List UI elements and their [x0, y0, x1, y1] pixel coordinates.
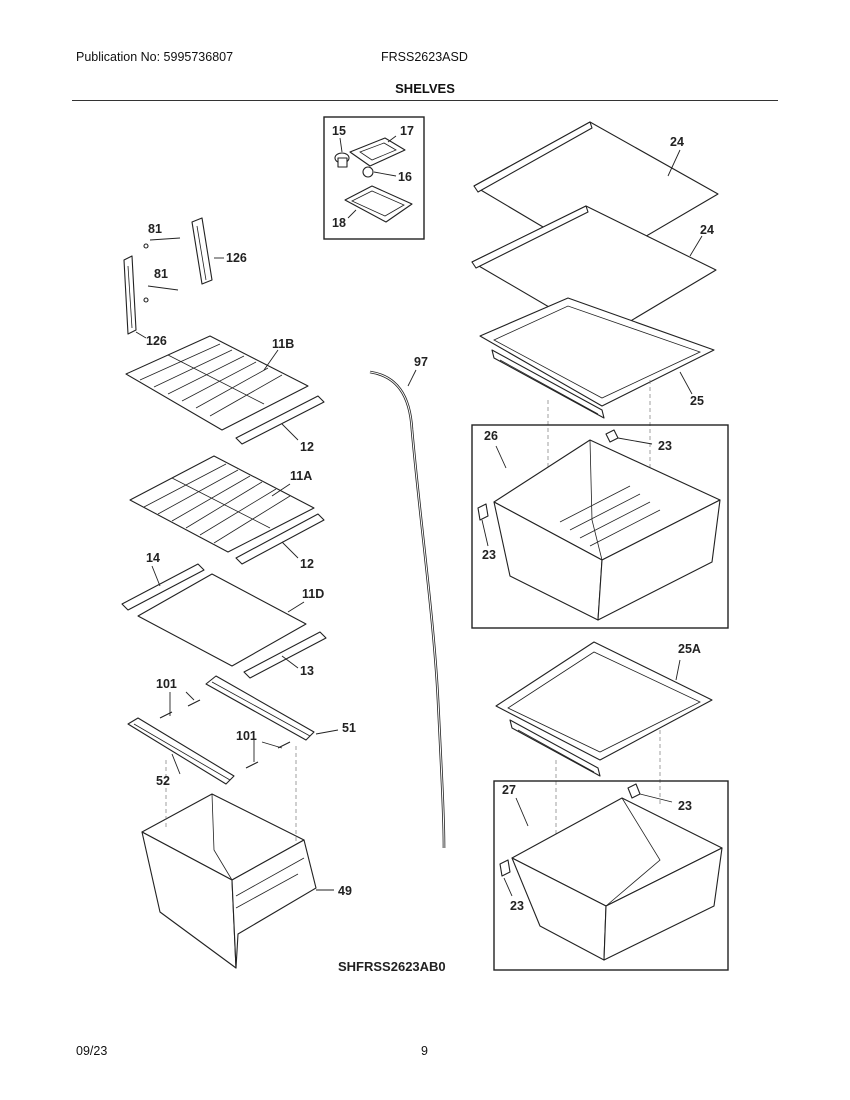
callout-13: 13	[300, 664, 314, 678]
callout-97: 97	[414, 355, 428, 369]
drawer-26-group	[471, 424, 729, 629]
callout-12-upper: 12	[300, 440, 314, 454]
callout-126-upper: 126	[226, 251, 247, 265]
part-13-shelf-trim	[243, 631, 327, 679]
part-101-pins	[159, 691, 291, 769]
diagram-code: SHFRSS2623AB0	[338, 959, 446, 974]
callout-23-drawer26-side: 23	[482, 548, 496, 562]
section-title: SHELVES	[395, 81, 455, 96]
callout-101-right: 101	[236, 729, 257, 743]
page-number: 9	[421, 1044, 428, 1058]
callout-14: 14	[146, 551, 160, 565]
part-23-clip	[627, 783, 641, 799]
callout-51: 51	[342, 721, 356, 735]
model-number: FRSS2623ASD	[381, 50, 468, 64]
callout-25a: 25A	[678, 642, 701, 656]
left-shelf-supports	[123, 217, 224, 339]
part-81-screw	[143, 297, 149, 303]
footer-date: 09/23	[76, 1044, 108, 1058]
part-25-crisper-cover	[479, 297, 715, 560]
part-23-clip	[605, 429, 619, 443]
drawer-27-frame	[493, 780, 729, 971]
callout-101-left: 101	[156, 677, 177, 691]
part-16-socket	[362, 166, 374, 178]
part-23-clip	[499, 859, 511, 877]
callout-126-lower: 126	[146, 334, 167, 348]
callout-23-drawer26-top: 23	[658, 439, 672, 453]
callout-11d: 11D	[302, 587, 324, 601]
callout-81-upper: 81	[148, 222, 162, 236]
callout-17: 17	[400, 124, 414, 138]
callout-25: 25	[690, 394, 704, 408]
inset-light-assembly	[323, 116, 425, 240]
part-25a-crisper-cover	[495, 641, 713, 836]
callout-23-drawer27-top: 23	[678, 799, 692, 813]
inset-frame	[323, 116, 425, 240]
callout-81-lower: 81	[154, 267, 168, 281]
part-126-rail-upper	[191, 217, 213, 285]
part-14-shelf-trim	[121, 563, 205, 611]
callout-15: 15	[332, 124, 346, 138]
part-52-drawer-rail	[127, 717, 235, 785]
callout-24-lower: 24	[700, 223, 714, 237]
part-51-drawer-rail	[205, 675, 339, 741]
part-81-screw	[143, 243, 149, 249]
callout-18: 18	[332, 216, 346, 230]
callout-11a: 11A	[290, 469, 312, 483]
callout-26: 26	[484, 429, 498, 443]
part-24-glass-shelf-upper	[473, 121, 719, 263]
drawer-27-group	[493, 780, 729, 971]
part-11a-wire-shelf	[129, 455, 315, 553]
callout-12-lower: 12	[300, 557, 314, 571]
part-23-clip	[477, 503, 489, 521]
drawer-26-frame	[471, 424, 729, 629]
part-97-tube	[369, 369, 446, 849]
part-18-light-cover	[344, 185, 413, 223]
publication-number: Publication No: 5995736807	[76, 50, 234, 64]
header-rule	[72, 100, 778, 101]
callout-11b: 11B	[272, 337, 294, 351]
part-12-shelf-trim-lower	[235, 513, 325, 565]
callout-49: 49	[338, 884, 352, 898]
part-12-shelf-trim-upper	[235, 395, 325, 445]
part-17-light-housing	[349, 137, 406, 167]
callout-52: 52	[156, 774, 170, 788]
callout-27: 27	[502, 783, 516, 797]
part-11b-wire-shelf	[125, 335, 309, 431]
callout-23-drawer27-side: 23	[510, 899, 524, 913]
part-49-crisper-pan	[141, 746, 334, 969]
part-11d-glass-shelf	[137, 573, 307, 667]
callout-24-upper: 24	[670, 135, 684, 149]
callout-16: 16	[398, 170, 412, 184]
